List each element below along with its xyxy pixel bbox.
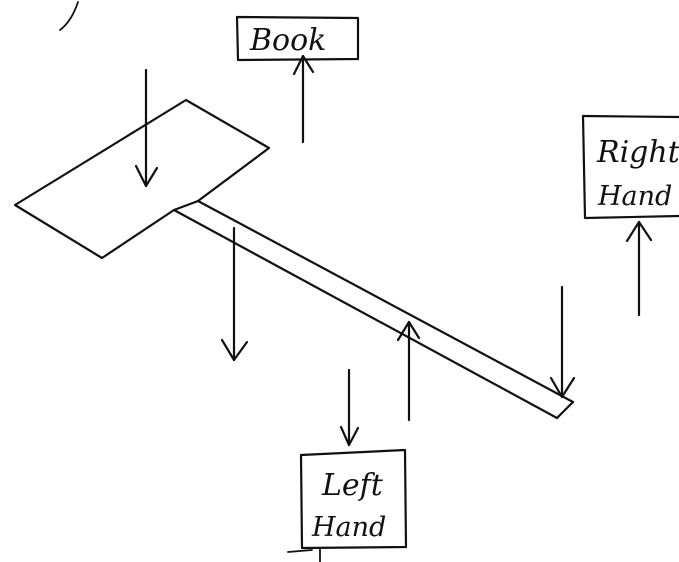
left-hand-label-line1: Left bbox=[321, 468, 384, 503]
down-arrow-head bbox=[134, 68, 159, 188]
up-arrow-left-hand-contact bbox=[396, 320, 421, 422]
down-arrow-handle-end bbox=[549, 285, 576, 399]
book-handle-end bbox=[555, 400, 575, 420]
book-outline bbox=[13, 98, 575, 420]
left-hand-label-box: Left Hand bbox=[287, 448, 408, 562]
right-hand-label-box: Right Hand bbox=[581, 114, 679, 220]
left-hand-label-line2: Hand bbox=[311, 512, 386, 543]
book-label: Book bbox=[249, 23, 326, 58]
book-label-box: Book bbox=[235, 15, 360, 62]
stray-pen-stroke bbox=[59, 1, 79, 31]
right-hand-label-line2: Hand bbox=[597, 181, 672, 212]
right-hand-label-line1: Right bbox=[596, 135, 679, 170]
book-handle-top-edge bbox=[196, 199, 575, 404]
down-arrow-middle bbox=[220, 226, 249, 362]
book-handle-bottom-edge bbox=[172, 208, 559, 420]
up-arrow-book bbox=[292, 54, 315, 144]
down-arrow-left-hand bbox=[339, 368, 360, 447]
up-arrow-right-hand bbox=[625, 220, 653, 317]
